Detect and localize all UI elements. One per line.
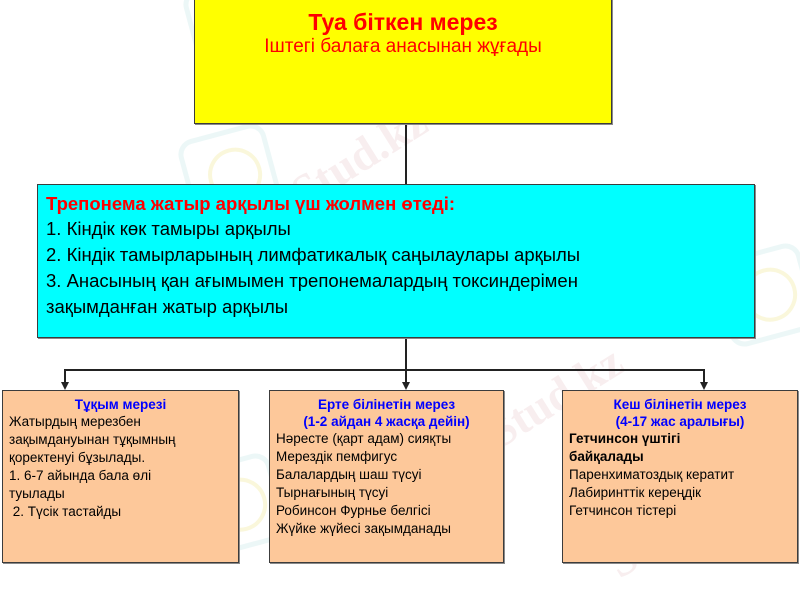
box-title: Кеш білінетін мерез (613, 397, 747, 412)
box-line: қоректенуі бұзылады. (9, 450, 146, 465)
connector-left-down (64, 369, 66, 383)
connector-middle-down (405, 338, 407, 383)
route-item: 3. Анасының қан ағымымен трепонемалардың… (46, 270, 578, 291)
routes-heading: Трепонема жатыр арқылы үш жолмен өтеді: (46, 193, 456, 214)
arrow-down-icon (402, 382, 410, 390)
connector-right-down (703, 369, 705, 383)
box-line-bold: Гетчинсон үштігі (569, 431, 681, 446)
congenital-syphilis-box: Туа біткен мерез Іштегі балаға анасынан … (194, 0, 612, 124)
box-line: Мерездік пемфигус (276, 449, 398, 464)
route-item: зақымданған жатыр арқылы (46, 296, 289, 317)
fetal-syphilis-box: Тұқым мерезі Жатырдың мерезбен зақымдану… (2, 390, 239, 563)
diagram-title: Туа біткен мерез (308, 9, 498, 35)
late-syphilis-box: Кеш білінетін мерез (4-17 жас аралығы) Г… (562, 390, 798, 563)
diagram-subtitle: Іштегі балаға анасынан жұғады (264, 36, 542, 57)
box-subtitle: (1-2 айдан 4 жасқа дейін) (303, 414, 470, 429)
box-line-bold: байқалады (569, 449, 644, 464)
box-title: Тұқым мерезі (74, 397, 167, 412)
box-line: Жатырдың мерезбен (9, 414, 141, 429)
box-title: Ерте білінетін мерез (317, 397, 456, 412)
route-item: 2. Кіндік тамырларының лимфатикалық саңы… (46, 244, 581, 265)
box-line: 1. 6-7 айында бала өлі (9, 468, 152, 483)
arrow-down-icon (700, 382, 708, 390)
early-syphilis-box: Ерте білінетін мерез (1-2 айдан 4 жасқа … (269, 390, 504, 563)
box-line: Лабиринттік кереңдік (569, 485, 701, 500)
box-line: Робинсон Фурнье белгісі (276, 503, 431, 518)
route-item: 1. Кіндік көк тамыры арқылы (46, 218, 291, 239)
box-line: Балалардың шаш түсуі (276, 467, 422, 482)
box-line: зақымдануынан тұқымның (9, 432, 176, 447)
box-line: Паренхиматоздық кератит (569, 467, 735, 482)
box-line: туылады (9, 486, 65, 501)
connector-horizontal (64, 369, 704, 371)
connector-top-to-middle (405, 123, 407, 184)
box-line: Гетчинсон тістері (569, 503, 677, 518)
transmission-routes-box: Трепонема жатыр арқылы үш жолмен өтеді: … (37, 184, 755, 338)
box-line: Жүйке жүйесі зақымданады (276, 521, 451, 536)
box-line: Тырнағының түсуі (276, 485, 389, 500)
arrow-down-icon (61, 382, 69, 390)
box-line: 2. Түсік тастайды (9, 504, 122, 519)
box-subtitle: (4-17 жас аралығы) (615, 414, 745, 429)
box-line: Нәресте (қарт адам) сияқты (276, 431, 452, 446)
